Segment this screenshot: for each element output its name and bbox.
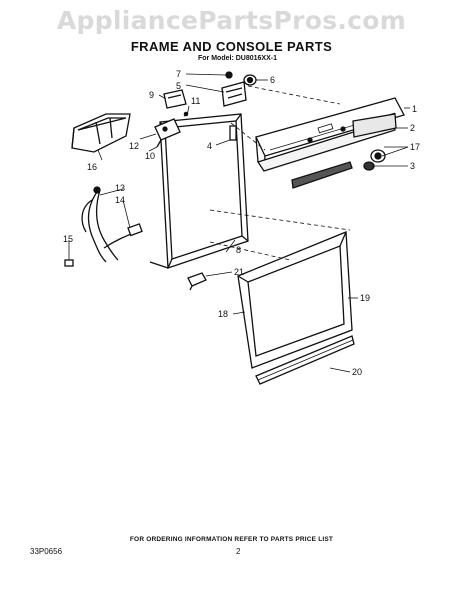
callout-7: 7 bbox=[176, 69, 181, 79]
callout-5: 5 bbox=[176, 81, 181, 91]
callout-11: 11 bbox=[191, 96, 200, 106]
model-subtitle: For Model: DU8016XX-1 bbox=[198, 55, 277, 62]
callout-9: 9 bbox=[149, 90, 154, 100]
bracket-9 bbox=[163, 89, 187, 109]
callout-4: 4 bbox=[207, 141, 212, 151]
clip-21 bbox=[187, 272, 207, 291]
harness-clip-15 bbox=[64, 259, 74, 267]
callout-labels: 1 2 3 4 5 6 7 8 9 10 11 12 13 14 15 16 1… bbox=[63, 69, 420, 377]
page-title: FRAME AND CONSOLE PARTS bbox=[130, 39, 333, 54]
callout-13: 13 bbox=[115, 183, 125, 193]
page-number: 2 bbox=[236, 547, 241, 556]
callout-8: 8 bbox=[236, 245, 241, 255]
callout-18: 18 bbox=[218, 309, 228, 319]
control-overlay bbox=[291, 113, 397, 189]
watermark: AppliancePartsPros.com bbox=[56, 6, 407, 35]
door-frame-4 bbox=[149, 113, 249, 269]
bottom-trim-20 bbox=[255, 335, 355, 385]
callout-20: 20 bbox=[352, 367, 362, 377]
callout-10: 10 bbox=[145, 151, 155, 161]
callout-6: 6 bbox=[270, 75, 275, 85]
ordering-info-note: FOR ORDERING INFORMATION REFER TO PARTS … bbox=[129, 536, 334, 543]
callout-21: 21 bbox=[234, 267, 244, 277]
callout-leaders bbox=[68, 73, 410, 373]
knob-17 bbox=[370, 149, 386, 163]
callout-2: 2 bbox=[410, 123, 415, 133]
callout-17: 17 bbox=[410, 142, 420, 152]
callout-3: 3 bbox=[410, 161, 415, 171]
vent-assembly-16 bbox=[71, 113, 131, 153]
callout-19: 19 bbox=[360, 293, 370, 303]
callout-15: 15 bbox=[63, 234, 73, 244]
callout-12: 12 bbox=[129, 141, 139, 151]
outer-door-panel bbox=[237, 231, 353, 369]
callout-1: 1 bbox=[412, 104, 417, 114]
hinge-bracket-10 bbox=[154, 118, 181, 148]
callout-14: 14 bbox=[115, 195, 125, 205]
bracket-6 bbox=[243, 74, 257, 86]
alignment-lines bbox=[209, 85, 351, 261]
door-latch-5 bbox=[221, 71, 247, 107]
callout-16: 16 bbox=[87, 162, 97, 172]
page-code: 33P0656 bbox=[30, 547, 63, 556]
wire-harness bbox=[81, 186, 143, 263]
